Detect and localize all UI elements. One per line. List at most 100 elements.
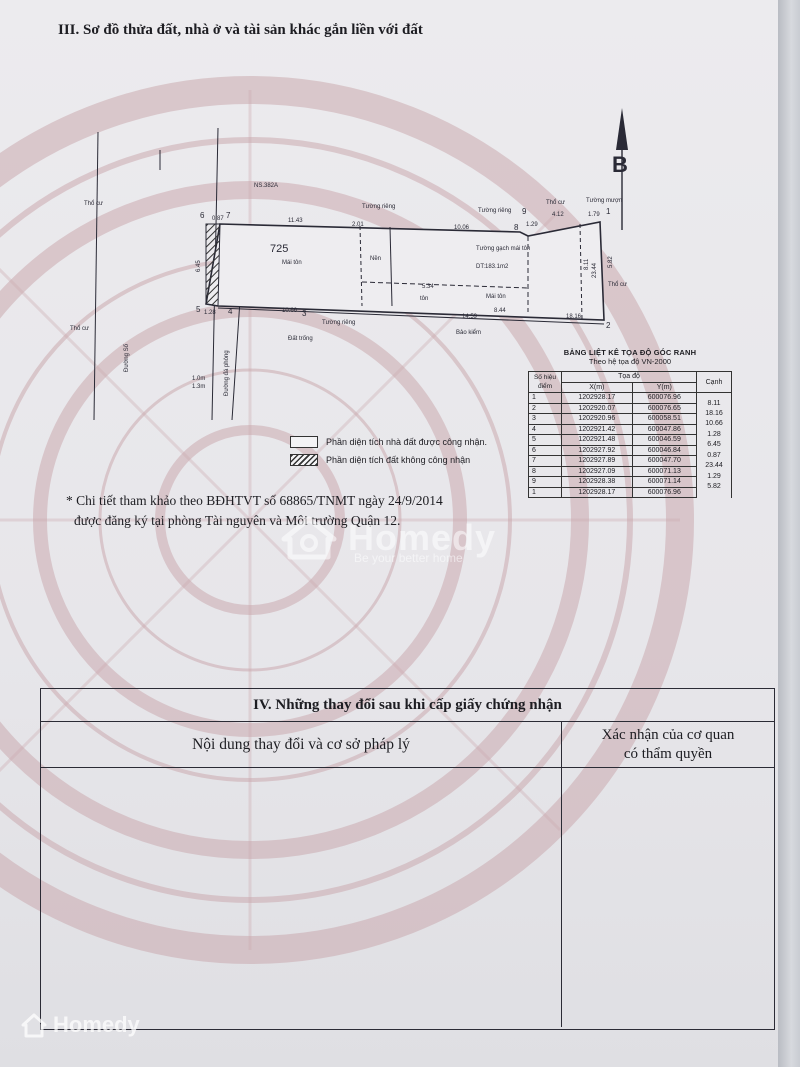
- coordinate-cell-y: 600047.70: [631, 455, 698, 467]
- coordinate-cell-point: 1: [528, 486, 562, 498]
- coordinate-cell-y: 600046.59: [631, 434, 698, 446]
- coordinate-cell-y: 600071.14: [631, 476, 698, 488]
- road-label-mid: Đường đá phòng: [224, 350, 230, 396]
- dim-label-8: 6.45: [196, 260, 202, 272]
- building-label-4: Nền: [370, 256, 381, 262]
- coordinate-cell-y: 600076.96: [631, 392, 698, 404]
- coordinate-cell-edge: 5.82: [696, 481, 732, 492]
- coordinate-cell-y: 600058.51: [631, 413, 698, 425]
- watermark-tagline: Be your better home: [354, 551, 463, 565]
- small-label-3: 1.0m: [192, 376, 205, 382]
- corner-logo-name: Homedy: [53, 1012, 140, 1037]
- coordinate-cell-point: 5: [528, 434, 562, 446]
- coordinate-cell-point: 7: [528, 455, 562, 467]
- wall-label-3: Tường riêng: [322, 320, 355, 326]
- corner-8: 8: [514, 223, 519, 232]
- dim-label-5: 1.79: [588, 212, 600, 218]
- landuse-label-2: Thổ cư: [70, 325, 89, 332]
- certificate-page: III. Sơ đồ thửa đất, nhà ở và tài sản kh…: [0, 0, 778, 1067]
- coordinate-cell-x: 1202920.07: [561, 402, 633, 414]
- section3-title: III. Sơ đồ thửa đất, nhà ở và tài sản kh…: [58, 22, 423, 38]
- corner-7: 7: [226, 211, 231, 220]
- header-point: Số hiệu điểm: [528, 371, 562, 393]
- changes-col-content: Nội dung thay đổi và cơ sở pháp lý: [41, 722, 562, 767]
- coordinate-cell-edge: [696, 492, 732, 503]
- dim-label-15: 5.34: [422, 284, 434, 290]
- corner-3: 3: [302, 309, 307, 318]
- area-note: DT:183.1m2: [476, 264, 509, 270]
- changes-body: [41, 768, 774, 1027]
- dim-label-1: 11.43: [288, 218, 303, 224]
- changes-body-confirmation-cell: [562, 768, 774, 1027]
- wall-label-2: Tường riêng: [478, 208, 511, 214]
- dim-label-3: 10.06: [454, 225, 470, 231]
- road-label-left: Đường Số: [124, 343, 130, 372]
- coordinate-cell-edge: 23.44: [696, 460, 732, 471]
- land-plot-diagram: B 725 DT:183.1m2 NS.382A Thổ cư Thổ cư T…: [70, 108, 628, 421]
- changes-col-confirmation-line1: Xác nhận của cơ quan: [601, 726, 735, 743]
- coordinate-cell-y: 600046.84: [631, 444, 698, 456]
- coordinate-cell-edge: 1.28: [696, 429, 732, 440]
- section4-title: IV. Những thay đổi sau khi cấp giấy chứn…: [41, 689, 774, 722]
- coordinate-cell-point: 3: [528, 413, 562, 425]
- unrecognized-strip: [205, 223, 221, 307]
- dim-label-9: 0.87: [212, 216, 224, 222]
- legend-swatch-unrecognized: [290, 454, 318, 466]
- empty-land-label: Đất trống: [288, 336, 313, 342]
- coordinate-cell-point: 4: [528, 423, 562, 435]
- legend-label-recognized: Phần diện tích nhà đất được công nhận.: [326, 437, 488, 447]
- homedy-watermark: Homedy Be your better home: [278, 515, 497, 565]
- dim-label-7: 1.28: [204, 310, 216, 316]
- plot-legend: Phần diện tích nhà đất được công nhận. P…: [290, 433, 487, 469]
- coordinate-cell-edge: 1.29: [696, 471, 732, 482]
- coordinate-cell-edge: 18.16: [696, 408, 732, 419]
- coordinate-table-block: BẢNG LIỆT KÊ TỌA ĐỘ GÓC RANH Theo hệ tọa…: [528, 348, 732, 503]
- changes-col-confirmation-line2: có thẩm quyền: [623, 745, 713, 762]
- changes-column-headers: Nội dung thay đổi và cơ sở pháp lý Xác n…: [41, 722, 774, 768]
- parcel-outline: [205, 221, 605, 321]
- changes-col-confirmation: Xác nhận của cơ quan có thẩm quyền: [562, 722, 774, 767]
- coordinate-cell-edge: 8.11: [696, 397, 732, 408]
- coordinate-cell-x: 1202928.17: [561, 392, 633, 404]
- legend-row-unrecognized: Phần diện tích đất không công nhận: [290, 451, 487, 469]
- dim-label-2: 2.01: [352, 222, 364, 228]
- corner-2: 2: [606, 321, 611, 330]
- building-label-5: tôn: [420, 296, 428, 302]
- neighbor-label: NS.382A: [254, 183, 278, 189]
- dim-label-17: 8.44: [494, 308, 506, 314]
- header-coord: Tọa độ: [561, 371, 697, 383]
- watermark-name: Homedy: [348, 517, 497, 558]
- house-logo-icon: [281, 516, 337, 560]
- dim-label-16: 14.59: [462, 314, 478, 320]
- landuse-label-1: Thổ cư: [84, 200, 103, 207]
- coordinate-cell-x: 1202921.42: [561, 423, 633, 435]
- coordinate-cell-x: 1202921.48: [561, 434, 633, 446]
- dim-label-6: 10.66: [282, 308, 298, 314]
- wall-label-4: Tường mượn: [586, 198, 622, 204]
- header-edge: Cạnh: [696, 371, 732, 393]
- reference-note-line1: * Chi tiết tham khảo theo BĐHTVT số 6886…: [66, 493, 443, 508]
- changes-table: IV. Những thay đổi sau khi cấp giấy chứn…: [40, 688, 775, 1030]
- landuse-label-4: Thổ cư: [608, 281, 627, 288]
- coordinate-cell-edge: 10.66: [696, 418, 732, 429]
- coordinate-cell-point: 2: [528, 402, 562, 414]
- legend-row-recognized: Phần diện tích nhà đất được công nhận.: [290, 433, 487, 451]
- small-label-2: 1.3m: [192, 384, 205, 390]
- coordinate-cell-x: 1202920.96: [561, 413, 633, 425]
- coordinate-table-subtitle: Theo hệ tọa độ VN-2000: [588, 357, 672, 366]
- coordinate-cell-y: 600076.65: [631, 402, 698, 414]
- legend-swatch-recognized: [290, 436, 318, 448]
- building-label-3: Mái tôn: [486, 294, 506, 300]
- dim-label-4: 4.12: [552, 212, 564, 218]
- coordinate-table-title: BẢNG LIỆT KÊ TỌA ĐỘ GÓC RANH: [563, 348, 697, 357]
- coordinate-cell-point: 9: [528, 476, 562, 488]
- corner-6: 6: [200, 211, 205, 220]
- header-y: Y(m): [631, 381, 698, 393]
- building-label-1: Tường gạch mái tôn: [476, 246, 530, 252]
- corner-4: 4: [228, 307, 233, 316]
- north-label: B: [612, 152, 628, 177]
- small-label-1: Bảo kiểm: [456, 329, 481, 336]
- building-label-2: Mái tôn: [282, 260, 302, 266]
